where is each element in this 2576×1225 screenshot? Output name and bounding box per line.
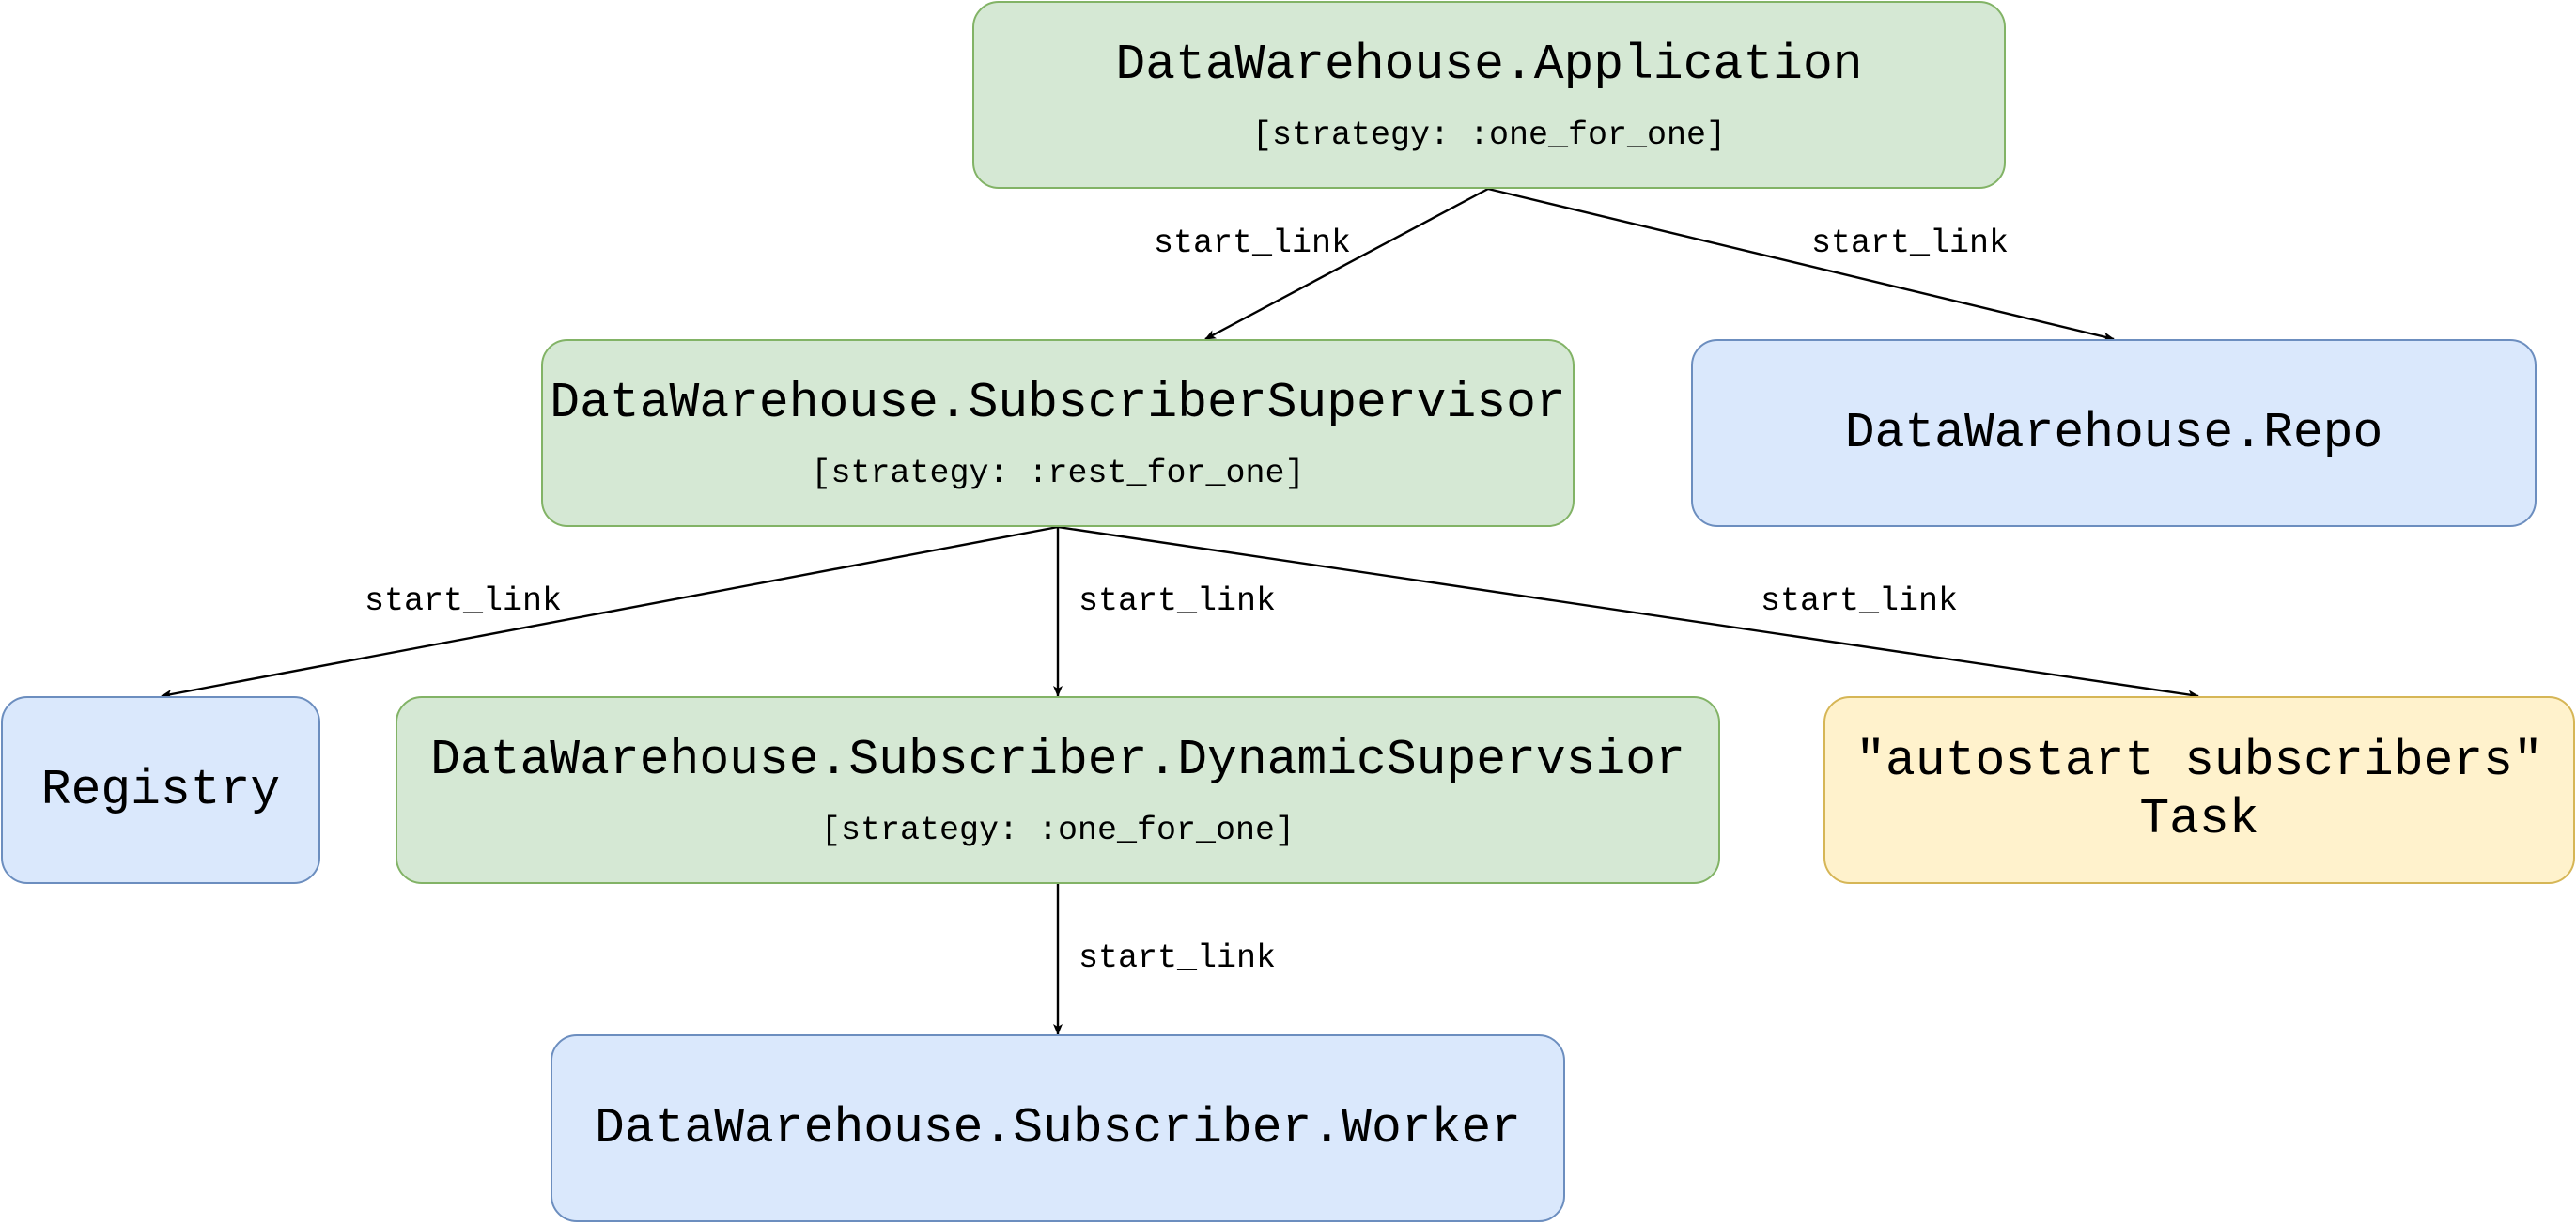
- node-title: Registry: [40, 762, 281, 818]
- node-title: DataWarehouse.Repo: [1844, 405, 2383, 461]
- edge-label: start_link: [365, 582, 563, 620]
- edge-label: start_link: [1079, 939, 1277, 977]
- node-title: DataWarehouse.Subscriber.DynamicSupervsi…: [430, 732, 1685, 788]
- edge-subscriber-supervisor-to-autostart-task: [1057, 525, 2199, 700]
- node-title: DataWarehouse.SubscriberSupervisor: [550, 375, 1566, 431]
- node-strategy: [strategy: :one_for_one]: [1251, 116, 1727, 154]
- node-title: DataWarehouse.Subscriber.Worker: [595, 1100, 1521, 1156]
- edge-label: start_link: [1154, 225, 1352, 262]
- node-repo[interactable]: DataWarehouse.Repo: [1691, 339, 2537, 527]
- edge-label: start_link: [1079, 582, 1277, 620]
- node-title: DataWarehouse.Application: [1115, 37, 1863, 93]
- node-title-line2: Task: [2139, 791, 2259, 847]
- node-application[interactable]: DataWarehouse.Application [strategy: :on…: [972, 1, 2006, 189]
- edge-label: start_link: [1761, 582, 1959, 620]
- edge-subscriber-supervisor-to-registry: [161, 525, 1059, 699]
- node-strategy: [strategy: :one_for_one]: [820, 812, 1296, 849]
- node-worker[interactable]: DataWarehouse.Subscriber.Worker: [551, 1034, 1565, 1222]
- node-strategy: [strategy: :rest_for_one]: [811, 455, 1305, 492]
- node-subscriber-supervisor[interactable]: DataWarehouse.SubscriberSupervisor [stra…: [541, 339, 1575, 527]
- edge-application-to-repo: [1487, 187, 2115, 342]
- edge-label: start_link: [1811, 225, 2010, 262]
- edge-application-to-subscriber-supervisor: [1204, 187, 1489, 341]
- node-dynamic-supervisor[interactable]: DataWarehouse.Subscriber.DynamicSupervsi…: [396, 696, 1720, 884]
- node-title-line1: "autostart subscribers": [1855, 733, 2543, 789]
- node-autostart-task[interactable]: "autostart subscribers" Task: [1823, 696, 2575, 884]
- node-registry[interactable]: Registry: [1, 696, 320, 884]
